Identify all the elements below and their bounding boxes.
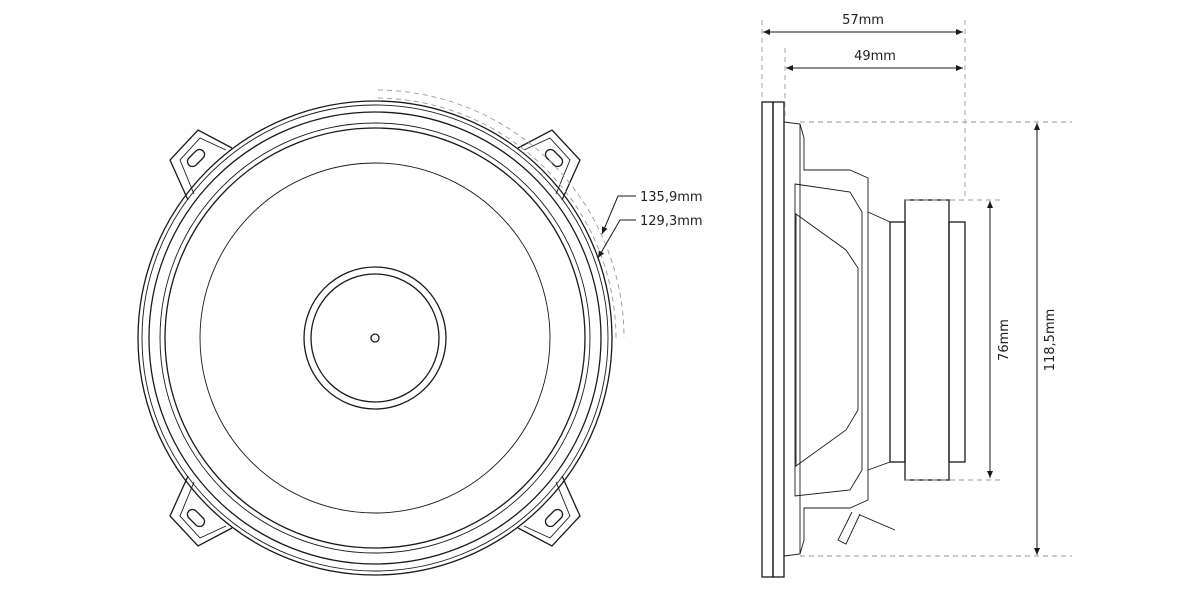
total-depth-label: 57mm xyxy=(842,13,884,28)
cone-edge xyxy=(199,162,551,514)
height-label: 118,5mm xyxy=(1043,309,1058,372)
side-view: 57mm 49mm 76mm 118,5mm xyxy=(761,13,1072,578)
front-view: 135,9mm 129,3mm xyxy=(137,89,703,576)
frame-outer-ring xyxy=(137,100,613,576)
flange xyxy=(761,101,774,578)
magnet-diameter-label: 76mm xyxy=(997,319,1012,361)
magnet xyxy=(904,199,950,481)
surround-outer xyxy=(159,122,591,554)
terminal xyxy=(837,511,896,545)
dust-cap xyxy=(310,273,440,403)
mount-hole xyxy=(544,508,564,528)
mount-hole xyxy=(186,508,206,528)
mount-hole xyxy=(186,148,206,168)
mounting-depth-label: 49mm xyxy=(854,49,896,64)
center-point xyxy=(370,333,380,343)
basket xyxy=(794,183,863,497)
dust-cap-outer xyxy=(303,266,447,410)
outer-diameter-label: 135,9mm xyxy=(640,190,703,205)
cutout-diameter-label: 129,3mm xyxy=(640,214,703,229)
mounting-ears xyxy=(169,129,581,547)
